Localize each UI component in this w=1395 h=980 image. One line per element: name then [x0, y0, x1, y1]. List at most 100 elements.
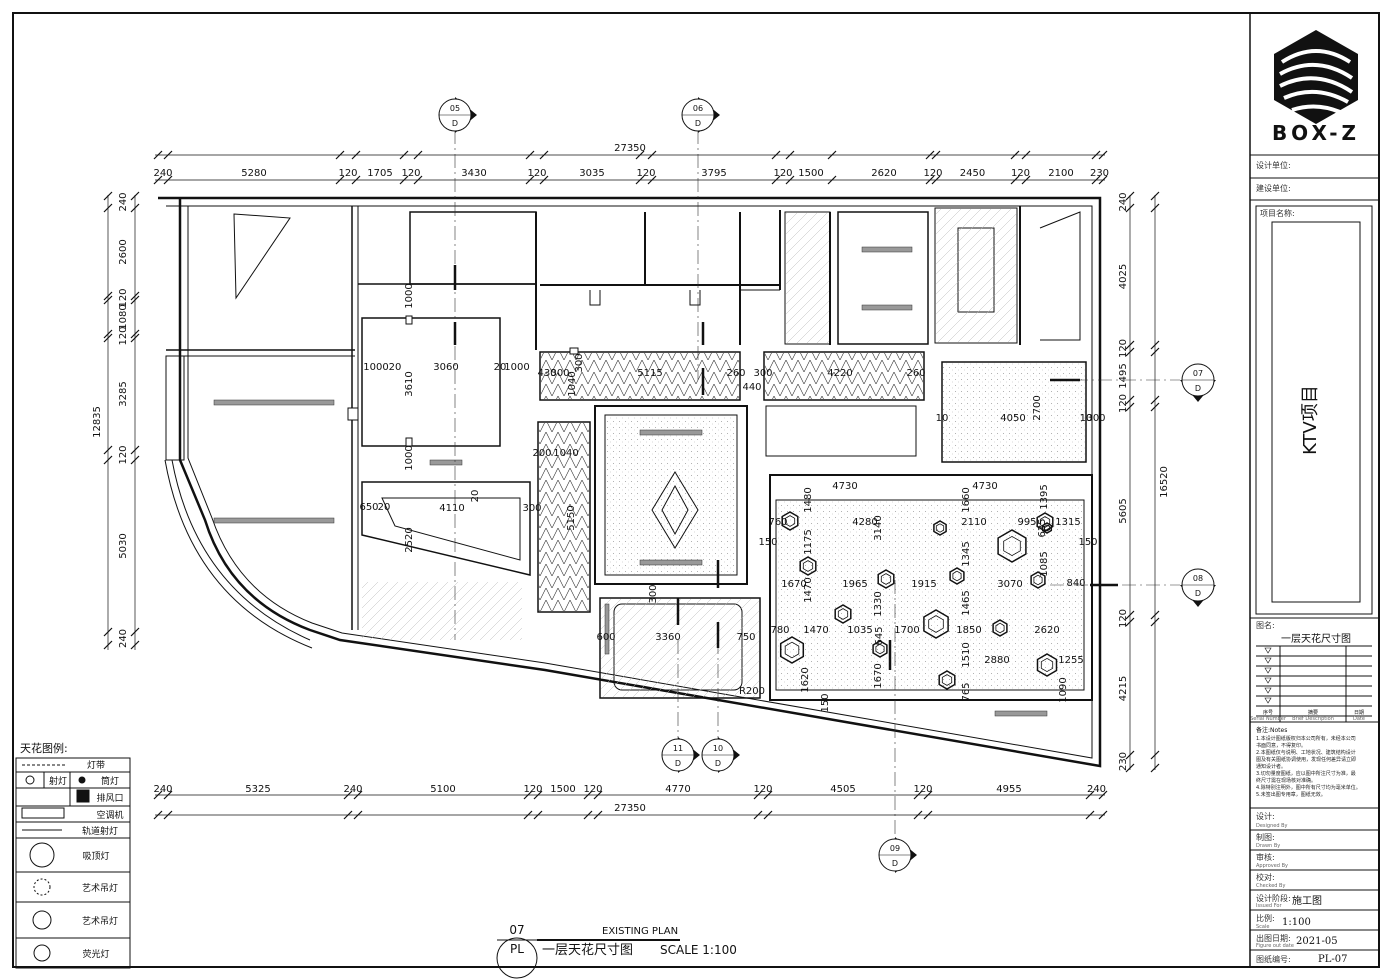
left-dim-label: 120 [118, 326, 129, 345]
bottom-dim-label: 240 [343, 784, 362, 795]
drawn-label: 制图: [1256, 832, 1275, 842]
top-dim-label: 230 [1090, 168, 1109, 179]
interior-dim-label: 1000 [504, 362, 529, 373]
section-marker-07: 07D [1180, 363, 1216, 402]
interior-dim-label: 4110 [439, 503, 464, 514]
interior-dim-label: 300 [522, 503, 541, 514]
dimension-tick [103, 627, 113, 637]
interior-dim-label: 1480 [803, 487, 814, 512]
interior-dim-label: 1510 [961, 642, 972, 667]
hexagon-light-icon [1041, 522, 1053, 534]
bottom-dim-label: 240 [1087, 784, 1106, 795]
drawing-sheet [12, 12, 1380, 968]
interior-dim-label: 300 [753, 368, 772, 379]
hexagon-light-inner [935, 523, 945, 533]
hexagon-light-icon [997, 529, 1027, 563]
notes-list: 1.本设计图纸版权归本公司所有，未经本公司 书面同意，不得复印。 2.本图纸仅与… [1256, 735, 1361, 798]
scale-label: 比例: [1256, 913, 1275, 923]
section-ref: D [715, 759, 721, 768]
interior-dim-label: 1315 [1055, 517, 1080, 528]
dimension-tick [1150, 340, 1160, 350]
dimension-tick [771, 175, 781, 185]
left-dim-label: 2600 [118, 239, 129, 264]
note-line: 2.本图纸仅与说明、工地状况、建筑结构设计 [1256, 749, 1356, 756]
bottom-dim-label: 120 [913, 784, 932, 795]
legend-label: 艺术吊灯 [82, 915, 118, 927]
hexagon-light-inner [1033, 574, 1043, 586]
bottom-dim-label: 240 [153, 784, 172, 795]
dimension-tick [925, 150, 935, 160]
dimension-tick [1125, 763, 1135, 773]
hexagon-light-inner [952, 570, 962, 582]
right-dim-label: 5605 [1118, 498, 1129, 523]
overall-top-dim: 27350 [614, 143, 646, 154]
interior-dim-label: 650 [359, 502, 378, 513]
legend-label: 筒灯 [101, 775, 119, 787]
interior-dim-label: 2520 [404, 527, 415, 552]
interior-dim-label: 780 [770, 625, 789, 636]
interior-dim-label: 1345 [961, 541, 972, 566]
interior-dim-label: 150 [820, 693, 831, 712]
top-dim-label: 120 [636, 168, 655, 179]
approved-en: Approved By [1256, 863, 1288, 869]
dimension-tick [413, 150, 423, 160]
ceiling-finishes [362, 209, 1085, 697]
dimension-tick [925, 175, 935, 185]
right-dim-label: 4215 [1118, 676, 1129, 701]
dimension-tick [103, 191, 113, 201]
hexagon-light-icon [781, 511, 799, 531]
dimension-tick [523, 810, 533, 820]
top-dim-label: 120 [401, 168, 420, 179]
interior-dim-label: 3140 [873, 515, 884, 540]
interior-dim-label: 200 [532, 448, 551, 459]
top-dim-label: 120 [338, 168, 357, 179]
hexagon-light-icon [1030, 571, 1046, 589]
top-dim-label: 120 [527, 168, 546, 179]
section-ref: D [675, 759, 681, 768]
dimension-tick [1091, 175, 1101, 185]
dimension-tick [335, 150, 345, 160]
dimension-tick [130, 445, 140, 455]
right-total-dim: 16520 [1159, 466, 1170, 498]
right-dim-label: 1495 [1118, 363, 1129, 388]
dimension-tick [130, 627, 140, 637]
left-dim-label: 3285 [118, 381, 129, 406]
dimension-tick [533, 790, 543, 800]
dimension-tick [647, 175, 657, 185]
dimension-tick [763, 810, 773, 820]
section-number: 11 [673, 744, 683, 753]
ceiling-light-icon [29, 842, 55, 868]
dimension-tick [335, 175, 345, 185]
top-dim-label: 1705 [367, 168, 392, 179]
dimension-tick [353, 810, 363, 820]
legend-title: 天花图例: [20, 741, 68, 755]
overall-bottom-dim: 27350 [614, 803, 646, 814]
interior-dim-label: 300 [1086, 413, 1105, 424]
left-dim-label: 5030 [118, 533, 129, 558]
right-dim-label: 120 [1118, 394, 1129, 413]
section-number: 10 [713, 744, 723, 753]
legend-label: 排风口 [96, 792, 123, 804]
interior-dim-label: 150 [1078, 537, 1097, 548]
top-dim-label: 3795 [701, 168, 726, 179]
section-number: 09 [890, 844, 900, 853]
hexagon-light-icon [834, 604, 852, 624]
dimension-tick [635, 150, 645, 160]
dimension-tick [1098, 790, 1108, 800]
right-dim-label: 120 [1118, 339, 1129, 358]
section-marker-08: 08D [1180, 568, 1216, 607]
hexagon-light-icon [779, 636, 805, 664]
interior-dim-label: 4280 [852, 517, 877, 528]
dimension-tick [1085, 810, 1095, 820]
top-dim-label: 1500 [798, 168, 823, 179]
right-dim-label: 240 [1118, 192, 1129, 211]
drawing-scale: SCALE 1:100 [660, 943, 737, 957]
number-value: PL-07 [1318, 954, 1347, 965]
dimension-tick [130, 291, 140, 301]
hexagon-light-icon [949, 567, 965, 585]
hexagon-light-inner [1044, 524, 1050, 532]
dimension-tick [931, 150, 941, 160]
dimension-tick [1010, 175, 1020, 185]
dimension-tick [153, 150, 163, 160]
dimension-tick [525, 175, 535, 185]
